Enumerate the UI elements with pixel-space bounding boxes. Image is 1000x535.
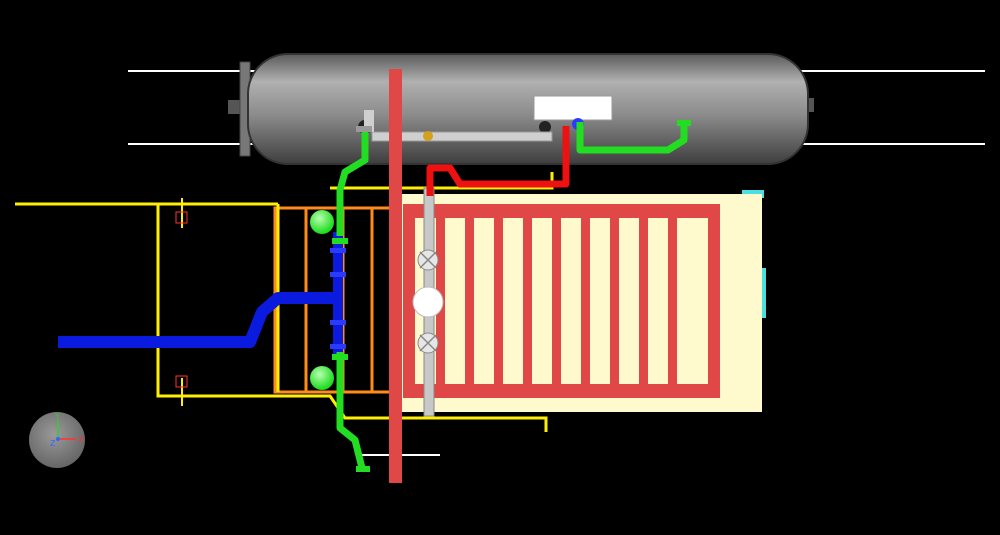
z-axis-dot [56,437,60,441]
z-axis-label: Z [50,439,56,448]
blue-piping-flanges [330,248,346,349]
red-piping [426,126,570,196]
pump-upper[interactable] [310,210,334,234]
x-axis-label: X [78,435,84,444]
gate-valve[interactable] [417,332,439,354]
green-flanges [332,120,691,472]
yellow-nozzle-markers [175,211,188,388]
pump-lower[interactable] [310,366,334,390]
pressure-vessel [228,53,814,165]
blue-piping [58,232,343,358]
green-piping [336,122,688,469]
tank-label-plate [533,95,613,121]
axis-gizmo[interactable]: X Y Z [29,412,85,468]
gate-valve[interactable] [417,249,439,271]
ball-valve[interactable] [412,286,444,318]
vertical-beam [389,69,402,483]
y-axis-label: Y [54,412,60,421]
